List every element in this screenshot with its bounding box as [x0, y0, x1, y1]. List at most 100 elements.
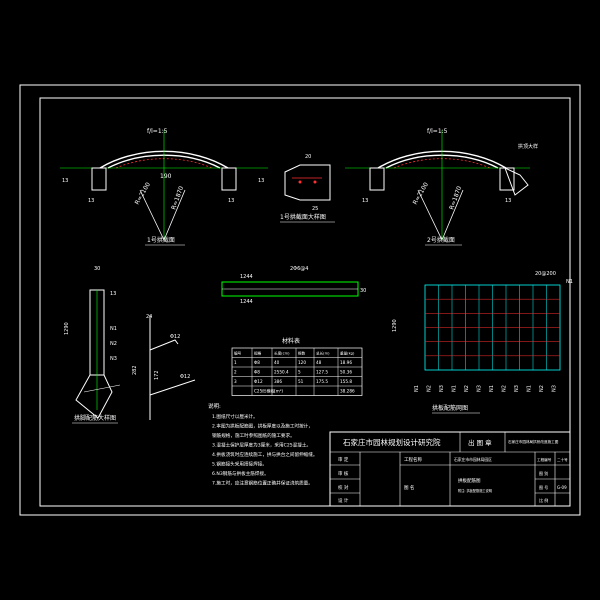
title-block: 石家庄市园林规划设计研究院 出 图 章 石家庄市园林局拱桥改造施工图 审 定 审… — [329, 431, 571, 507]
column-label-2: N2 — [110, 341, 117, 347]
mesh-n-label: N1 — [414, 385, 420, 392]
mesh-n-label: N2 — [427, 385, 433, 392]
notes-item: 钢筋规格，施工时参照图纸的施工要求。 — [212, 432, 295, 439]
material-table-cell: 1 — [234, 360, 237, 365]
material-table-cell: 2550.4 — [274, 370, 289, 375]
title-drawing-no-label: 工程编号 — [537, 457, 552, 462]
material-table-cell: 50.36 — [340, 370, 352, 375]
mesh-n-label: N1 — [489, 385, 495, 392]
arch1-right-pier — [221, 167, 237, 191]
title-project-label: 工程名称 — [404, 456, 422, 463]
column-title: 拱脚配筋大样图 — [74, 414, 116, 422]
notes-title: 说明: — [208, 402, 221, 410]
material-table-cell: Φ12 — [254, 379, 263, 384]
title-drawing-name-value: 拱板配筋图 — [458, 477, 481, 484]
material-table-header: 根数 — [298, 351, 306, 356]
column-dim-left: 1290 — [64, 322, 70, 335]
mesh-n-label: N1 — [527, 385, 533, 392]
column-view: 30 1290 13 N1 N2 N3 拱脚配筋大样图 — [64, 266, 121, 424]
title-right-label: 图 别 — [539, 470, 548, 476]
section-detail-shape — [284, 164, 331, 201]
mesh-n-label: N2 — [539, 385, 545, 392]
title-row-label: 审 核 — [338, 470, 349, 477]
column-foot-line — [83, 384, 121, 393]
arch1-radius1: R=2100 — [134, 181, 152, 206]
arch1-left-pier — [91, 167, 107, 191]
material-table-frame — [231, 347, 363, 396]
notes-item: 3.混凝土保护层厚度为3厘米，采用C25混凝土。 — [212, 442, 311, 449]
mesh-n-label: N3 — [477, 385, 483, 392]
notes-item: 2.本图为拱板配筋图，拱板厚度以及施工时按计， — [212, 423, 313, 430]
section-detail-bar-dot — [313, 180, 317, 184]
title-project-value: 石家庄市市园林局园区 — [454, 457, 492, 462]
column-label-3: N3 — [110, 356, 117, 362]
rebar-bar-view: 1244 1244 2Φ6@4 30 — [221, 266, 366, 305]
material-table-header: 重量(kg) — [340, 351, 355, 356]
arch2-side-label: 拱顶大样 — [518, 143, 538, 150]
arch2-left-pier — [369, 167, 385, 191]
section-detail-view: 20 25 1号拱截面大样图 — [280, 154, 335, 223]
arch1-radius-line1 — [139, 189, 165, 241]
outer-frame — [19, 84, 581, 516]
material-table-cell: 38.286 — [340, 389, 355, 394]
mesh-grid — [425, 285, 560, 370]
arch1-radius-line2 — [163, 189, 186, 241]
title-drawing-name-sub: 附注: 拱板配筋施工说明 — [458, 488, 492, 493]
material-table-cell: 3 — [234, 379, 237, 384]
long-bar-hook2 — [149, 379, 196, 396]
mesh-top-label: 20@200 — [535, 271, 556, 277]
material-table-cell: (m³) — [274, 389, 283, 394]
material-table-cell: C25砼模板 — [254, 388, 276, 395]
material-table-cell: 175.5 — [316, 379, 328, 384]
title-block-stamp: 出 图 章 — [468, 438, 492, 447]
notes-item: 4.拱板浇筑时应连续施工，拱与拱台之间留伸缩缝。 — [212, 451, 317, 458]
mesh-title: 拱板配筋网图 — [432, 404, 468, 412]
title-block-company: 石家庄市园林规划设计研究院 — [343, 437, 441, 447]
notes-item: 5.钢筋接头采用搭接焊接。 — [212, 461, 267, 468]
mesh-n-label: N3 — [439, 385, 445, 392]
arch2-title: 2号拱截面 — [427, 236, 455, 244]
material-table-cell: 120 — [298, 360, 306, 365]
arch1-ratio: f/l=1:5 — [147, 128, 168, 135]
title-row-label: 设 计 — [338, 497, 349, 504]
arch2-ratio: f/l=1:5 — [427, 128, 448, 135]
material-table-cell: 48 — [316, 360, 322, 365]
material-table-cell: Φ8 — [254, 360, 260, 365]
material-table-cell: 127.5 — [316, 370, 328, 375]
notes-item: 7.施工时，应注意钢筋位置正确并保证浇筑质量。 — [212, 480, 313, 487]
long-bar-dim-c: 172 — [154, 370, 160, 380]
mesh-n-label: N3 — [552, 385, 558, 392]
arch2-radius-line1 — [417, 189, 443, 241]
notes-block: 说明: 1.图纸尺寸以厘米计。2.本图为拱板配筋图，拱板厚度以及施工时按计， 钢… — [208, 402, 317, 487]
arch1-bottom-right: 13 — [228, 198, 234, 204]
title-right-label: 比 例 — [539, 497, 548, 503]
section-detail-bar-dot — [298, 180, 302, 184]
material-table-title: 材料表 — [282, 337, 300, 345]
long-bar-dim-a: 24 — [146, 314, 152, 320]
rebar-bar-dim-bottom: 1244 — [240, 299, 253, 305]
material-table-header: 编号 — [234, 351, 242, 356]
material-table-cell: 40 — [274, 360, 280, 365]
title-block-project: 石家庄市园林局拱桥改造施工图 — [508, 439, 559, 444]
notes-list: 1.图纸尺寸以厘米计。2.本图为拱板配筋图，拱板厚度以及施工时按计， 钢筋规格，… — [212, 413, 317, 487]
notes-item: 6.N3钢筋与拱板主筋焊接。 — [212, 470, 269, 477]
arch1-side-left: 13 — [62, 178, 68, 184]
arch1-span-dim: 190 — [160, 173, 172, 180]
long-bar-hook1 — [149, 339, 179, 351]
mesh-right-label: N1 — [566, 279, 573, 285]
section-detail-title: 1号拱截面大样图 — [280, 213, 326, 221]
long-bar-view: 24 282 172 Φ12 Φ12 — [132, 314, 196, 420]
material-table-cell: 51 — [298, 379, 304, 384]
long-bar-spec: Φ12 — [170, 334, 180, 340]
title-right-label: 图 号 — [539, 484, 548, 490]
inner-frame — [39, 97, 571, 507]
rebar-bar-spec: 2Φ6@4 — [290, 266, 308, 272]
arch2-radius-line2 — [441, 189, 464, 241]
mesh-left-dim: 1290 — [392, 319, 398, 332]
arch2-bottom-right: 13 — [505, 198, 511, 204]
